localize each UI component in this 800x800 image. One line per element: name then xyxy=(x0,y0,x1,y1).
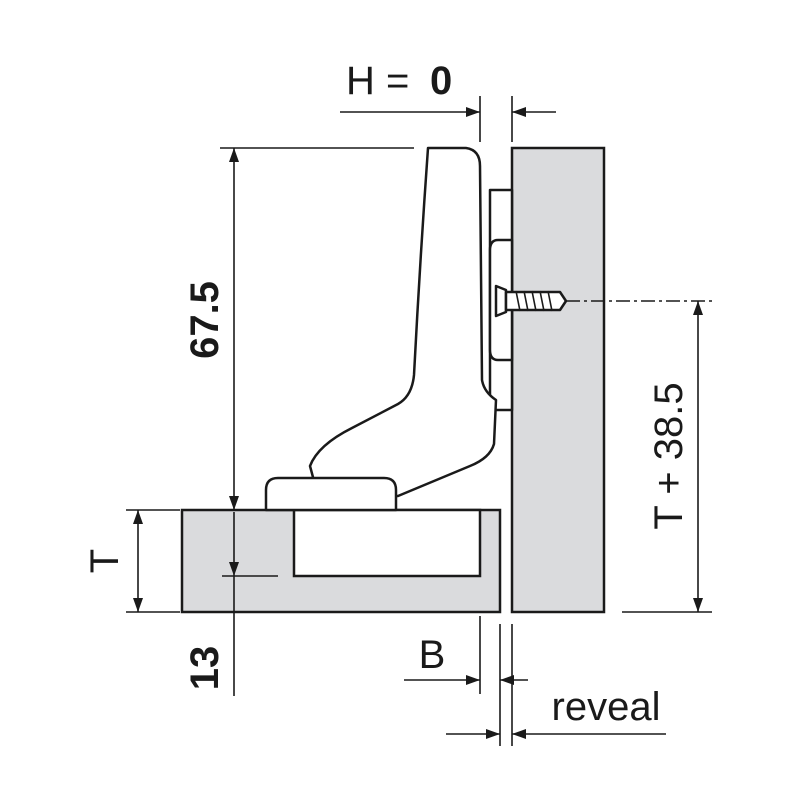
dimension-b xyxy=(404,616,528,746)
height-label: 67.5 xyxy=(183,281,227,359)
dimension-reveal xyxy=(446,624,666,746)
dimension-bore-distance xyxy=(222,512,278,696)
b-label: B xyxy=(419,633,446,677)
dimension-t-plus xyxy=(566,300,712,613)
cabinet-side-panel xyxy=(510,146,606,614)
dimension-h xyxy=(340,96,556,142)
reveal-label: reveal xyxy=(552,685,661,729)
h-label-value: 0 xyxy=(430,59,452,103)
h-label-prefix: H = xyxy=(346,59,420,103)
mounting-screw xyxy=(494,284,568,318)
thickness-label: T xyxy=(83,549,127,573)
t-plus-label: T + 38.5 xyxy=(647,382,691,529)
hinge-arm xyxy=(308,146,498,498)
hinge-cup-head xyxy=(264,476,398,512)
bore-distance-label: 13 xyxy=(183,646,227,691)
hinge-cup-bore xyxy=(292,508,482,578)
dimension-thickness xyxy=(126,509,180,613)
dimension-height xyxy=(220,147,414,510)
